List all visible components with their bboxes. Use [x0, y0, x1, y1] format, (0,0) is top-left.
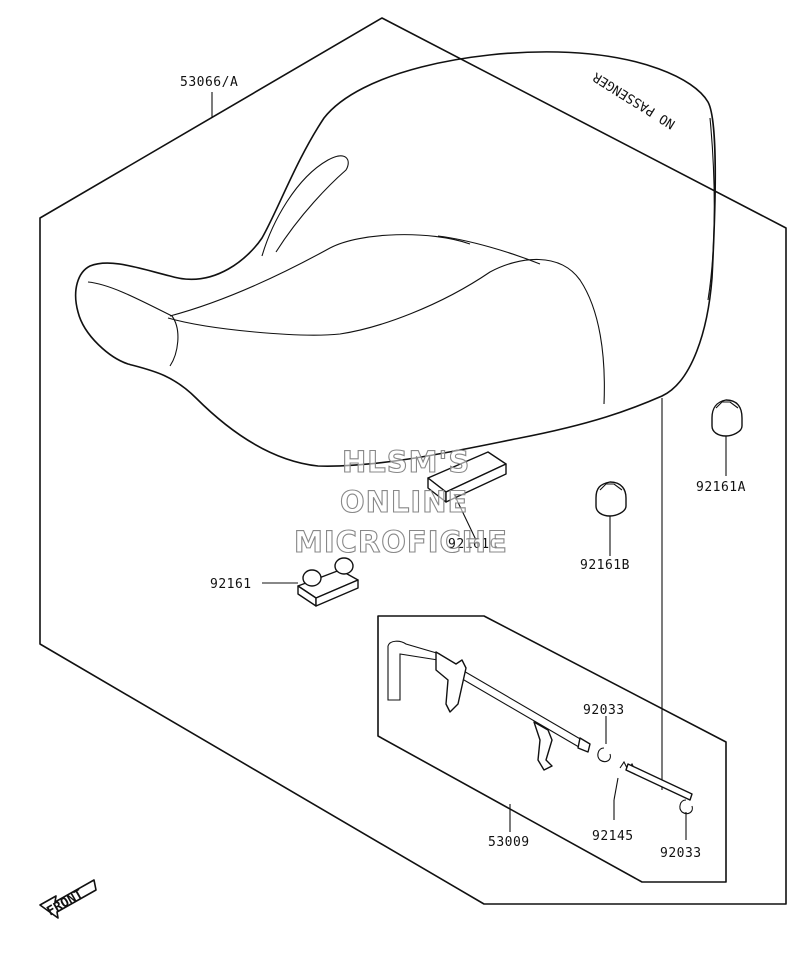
label-92033-upper: 92033: [583, 703, 625, 718]
hinge-set-frame: [377, 615, 727, 883]
damper-92161: [262, 557, 359, 607]
label-53066A: 53066/A: [180, 75, 238, 90]
seat-illustration: NO PASSENGER: [74, 51, 717, 467]
label-92033-lower: 92033: [660, 846, 702, 861]
watermark: HLSM'S ONLINE MICROFICHE: [293, 444, 508, 559]
assembly-frame: [39, 17, 787, 905]
label-92161B: 92161B: [580, 558, 630, 573]
hinge-shaft: [387, 640, 591, 771]
watermark-line-2: ONLINE: [340, 485, 468, 519]
front-arrow: FRONT: [39, 879, 97, 920]
watermark-line-3: MICROFICHE: [294, 525, 508, 559]
clip-92033-upper: [597, 716, 611, 763]
label-92161A: 92161A: [696, 480, 746, 495]
watermark-line-1: HLSM'S: [342, 445, 470, 479]
seat-print-text: NO PASSENGER: [590, 69, 678, 132]
damper-92161A: [711, 399, 743, 476]
clip-92033-lower: [679, 799, 693, 840]
damper-92161C: [427, 451, 507, 541]
spring-92145: [613, 760, 693, 820]
front-arrow-label: FRONT: [45, 887, 87, 920]
damper-92161B: [595, 481, 627, 556]
label-92161: 92161: [210, 577, 252, 592]
label-53009: 53009: [488, 835, 530, 850]
label-92145: 92145: [592, 829, 634, 844]
label-92161C: 92161C: [448, 537, 498, 552]
